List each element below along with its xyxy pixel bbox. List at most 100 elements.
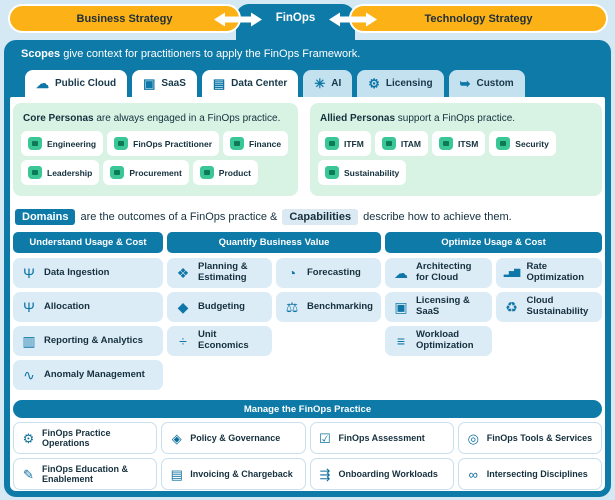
capability-forecasting[interactable]: ◔Forecasting <box>276 258 381 288</box>
finops-tab[interactable]: FinOps <box>236 4 355 44</box>
capability-benchmarking[interactable]: ⚖ Benchmarking <box>276 292 381 322</box>
technology-strategy-pill[interactable]: Technology Strategy <box>349 4 608 33</box>
manage-finops-assessment[interactable]: ☑FinOps Assessment <box>309 422 454 454</box>
capability-label: Rate Optimization <box>526 261 585 283</box>
capability-planning-estimating[interactable]: ❖ Planning & Estimating <box>167 258 272 288</box>
magnifier-icon: ◎ <box>467 430 479 446</box>
manage-finops-tools-services[interactable]: ◎ FinOps Tools & Services <box>457 422 602 454</box>
capability-label: Workload Optimization <box>416 329 474 351</box>
persona-sustainability[interactable]: Sustainability <box>318 160 407 185</box>
graduation-cap-icon: ✎ <box>23 466 34 482</box>
persona-engineering[interactable]: Engineering <box>21 131 104 156</box>
capability-workload-optimization[interactable]: ≡Workload Optimization <box>385 326 492 356</box>
capability-label: Benchmarking <box>307 300 373 312</box>
persona-itsm[interactable]: ITSM <box>431 131 486 156</box>
domain-optimize-usage-cost: Optimize Usage & Cost ☁Architecting for C… <box>385 232 602 390</box>
sparkle-icon: ✳ <box>314 76 326 91</box>
persona-label: ITAM <box>400 138 421 149</box>
cloud-icon: ☁ <box>36 76 49 91</box>
capability-architecting-for-cloud[interactable]: ☁Architecting for Cloud <box>385 258 492 288</box>
capability-licensing-saas[interactable]: ▣Licensing & SaaS <box>385 292 492 322</box>
content-panel: Core Personas are always engaged in a Fi… <box>10 97 605 491</box>
capability-label: Planning & Estimating <box>198 261 248 283</box>
manage-label: FinOps Tools & Services <box>486 432 593 443</box>
domain-header-quantify-business-value[interactable]: Quantify Business Value <box>167 232 381 253</box>
capabilities-badge: Capabilities <box>282 209 359 225</box>
capability-anomaly-management[interactable]: ∿Anomaly Management <box>13 360 163 390</box>
manage-label: Policy & Governance <box>190 432 281 443</box>
capability-allocation[interactable]: Ψ Allocation <box>13 292 163 322</box>
domain-header-optimize-usage-cost[interactable]: Optimize Usage & Cost <box>385 232 602 253</box>
sustainability-icon: ♻ <box>505 299 518 315</box>
trident-icon: Ψ <box>23 299 35 315</box>
tab-saas[interactable]: ▣ SaaS <box>132 70 197 97</box>
tab-licensing[interactable]: ⚙Licensing <box>357 70 444 97</box>
capability-reporting-analytics[interactable]: ▥Reporting & Analytics <box>13 326 163 356</box>
manage-policy-governance[interactable]: ◈Policy & Governance <box>161 422 306 454</box>
tab-label: SaaS <box>161 78 186 89</box>
persona-tshirt-icon <box>496 137 511 150</box>
business-strategy-pill[interactable]: Business Strategy <box>8 4 241 33</box>
persona-finops-practitioner[interactable]: FinOps Practitioner <box>107 131 219 156</box>
manage-intersecting-disciplines[interactable]: ∞Intersecting Disciplines <box>457 458 602 490</box>
capability-rate-optimization[interactable]: ▂▅▇ Rate Optimization <box>495 258 602 288</box>
persona-itfm[interactable]: ITFM <box>318 131 371 156</box>
business-strategy-label: Business Strategy <box>76 12 173 25</box>
persona-label: Procurement <box>129 167 182 178</box>
capability-label: Licensing & SaaS <box>416 295 470 317</box>
scopes-intro-bold: Scopes <box>21 48 61 60</box>
capability-budgeting[interactable]: ◆Budgeting <box>167 292 272 322</box>
planning-nodes-icon: ❖ <box>176 265 190 281</box>
checklist-icon: ☑ <box>319 430 331 446</box>
scales-icon: ⚖ <box>285 299 299 315</box>
browser-window-icon: ▣ <box>143 76 156 91</box>
manage-header: Manage the FinOps Practice <box>13 400 602 418</box>
core-personas-title-rest: are always engaged in a FinOps practice. <box>93 113 281 124</box>
manage-onboarding-workloads[interactable]: ⇶Onboarding Workloads <box>309 458 454 490</box>
tab-public-cloud[interactable]: ☁Public Cloud <box>25 70 128 97</box>
scopes-intro-rest: give context for practitioners to apply … <box>60 48 361 60</box>
persona-leadership[interactable]: Leadership <box>21 160 100 185</box>
bidirectional-arrow-icon <box>214 12 262 27</box>
rate-bars-icon: ▂▅▇ <box>503 268 520 277</box>
manage-finops-practice-operations[interactable]: ⚙FinOps Practice Operations <box>13 422 158 454</box>
capability-label: Unit Economics <box>198 329 249 351</box>
capability-label: Reporting & Analytics <box>44 334 143 346</box>
invoice-icon: ▤ <box>170 466 183 482</box>
tab-data-center[interactable]: ▤Data Center <box>201 70 299 97</box>
capability-unit-economics[interactable]: ÷Unit Economics <box>167 326 272 356</box>
framework-container: Scopes give context for practitioners to… <box>4 40 611 497</box>
persona-security[interactable]: Security <box>489 131 556 156</box>
capability-label: Anomaly Management <box>44 368 145 380</box>
tab-custom[interactable]: ➥Custom <box>448 70 525 97</box>
persona-finance[interactable]: Finance <box>223 131 289 156</box>
domains-intro-middle: are the outcomes of a FinOps practice & <box>80 211 278 223</box>
persona-procurement[interactable]: Procurement <box>103 160 189 185</box>
persona-label: Sustainability <box>344 167 400 178</box>
manage-invoicing-chargeback[interactable]: ▤Invoicing & Chargeback <box>161 458 306 490</box>
persona-itam[interactable]: ITAM <box>374 131 428 156</box>
allied-personas-panel: Allied Personas support a FinOps practic… <box>310 103 602 196</box>
persona-tshirt-icon <box>325 137 339 150</box>
domain-header-understand-usage-cost[interactable]: Understand Usage & Cost <box>13 232 163 253</box>
capability-label: Cloud Sustainability <box>526 295 589 317</box>
tab-ai[interactable]: ✳ AI <box>303 70 353 97</box>
manage-finops-education-enablement[interactable]: ✎ FinOps Education & Enablement <box>13 458 158 490</box>
core-personas-panel: Core Personas are always engaged in a Fi… <box>13 103 298 196</box>
persona-tshirt-icon <box>438 137 453 150</box>
capability-cloud-sustainability[interactable]: ♻ Cloud Sustainability <box>495 292 602 322</box>
persona-tshirt-icon <box>199 166 214 179</box>
persona-product[interactable]: Product <box>192 160 258 185</box>
capability-grid: ❖ Planning & Estimating ◔Forecasting◆Budge… <box>167 258 381 356</box>
allied-personas-title-rest: support a FinOps practice. <box>395 113 516 124</box>
persona-label: FinOps Practitioner <box>133 138 212 149</box>
capability-label: Allocation <box>44 300 90 312</box>
manage-label: FinOps Education & Enablement <box>42 463 129 484</box>
trident-icon: Ψ <box>23 265 35 281</box>
capability-label: Architecting for Cloud <box>416 261 472 283</box>
tab-label: AI <box>331 78 342 89</box>
